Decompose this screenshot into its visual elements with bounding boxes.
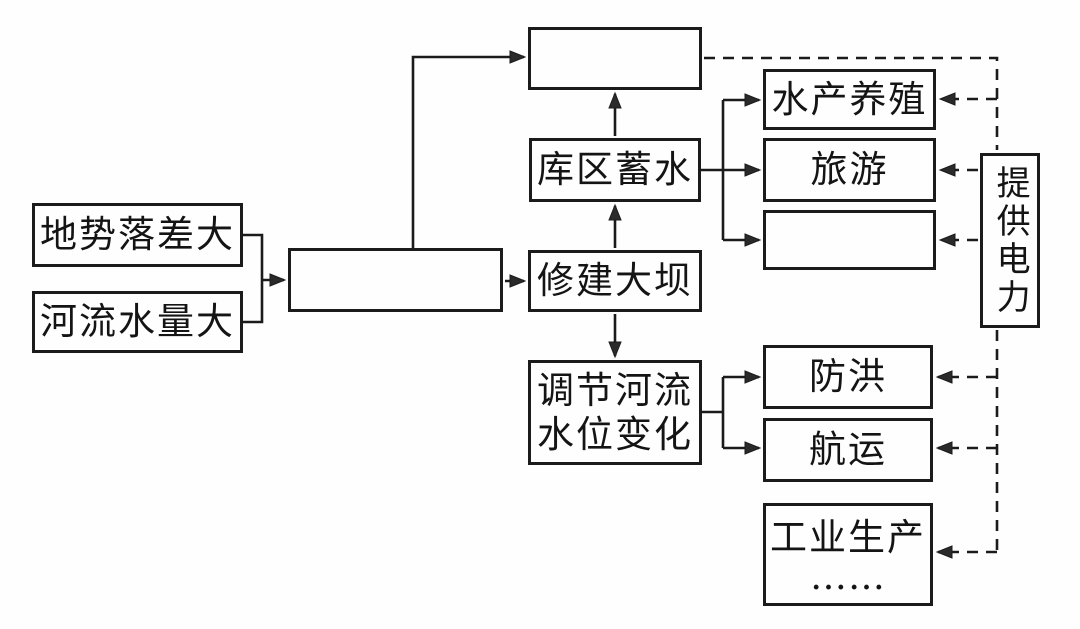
node-provide-power: 提供电力 — [980, 153, 1040, 328]
node-regulate-level: 调节河流 水位变化 — [528, 360, 702, 465]
node-industry-line1: 工业生产 — [770, 516, 926, 560]
node-shipping-label: 航运 — [809, 428, 887, 472]
node-flood-control: 防洪 — [763, 345, 933, 409]
node-provide-power-label: 提供电力 — [990, 164, 1031, 317]
node-river-volume: 河流水量大 — [32, 291, 243, 353]
node-blank-condition — [288, 248, 503, 312]
node-regulate-level-line2: 水位变化 — [537, 412, 693, 456]
node-tourism-label: 旅游 — [810, 148, 889, 192]
node-reservoir-storage: 库区蓄水 — [529, 138, 701, 202]
node-shipping: 航运 — [763, 418, 933, 482]
node-blank-benefit — [763, 210, 936, 270]
node-industry-line2: …… — [810, 554, 886, 598]
node-aquaculture: 水产养殖 — [763, 69, 936, 130]
node-blank-top — [528, 27, 702, 90]
node-tourism: 旅游 — [763, 138, 936, 202]
node-build-dam: 修建大坝 — [528, 250, 702, 312]
edge-blank-to-top — [411, 50, 527, 248]
edge-reservoir-trunk — [701, 100, 725, 240]
node-terrain-drop: 地势落差大 — [32, 203, 243, 267]
node-build-dam-label: 修建大坝 — [537, 259, 693, 303]
node-river-volume-label: 河流水量大 — [40, 300, 235, 344]
edge-regulate-trunk — [702, 377, 725, 448]
node-flood-control-label: 防洪 — [809, 355, 887, 399]
node-industry: 工业生产 …… — [763, 503, 933, 606]
edge-top-to-power — [704, 56, 999, 150]
node-terrain-drop-label: 地势落差大 — [40, 213, 235, 257]
node-regulate-level-line1: 调节河流 — [537, 368, 693, 412]
edge-inputs-merge — [243, 233, 264, 324]
node-reservoir-storage-label: 库区蓄水 — [537, 148, 693, 192]
node-aquaculture-label: 水产养殖 — [771, 77, 928, 121]
